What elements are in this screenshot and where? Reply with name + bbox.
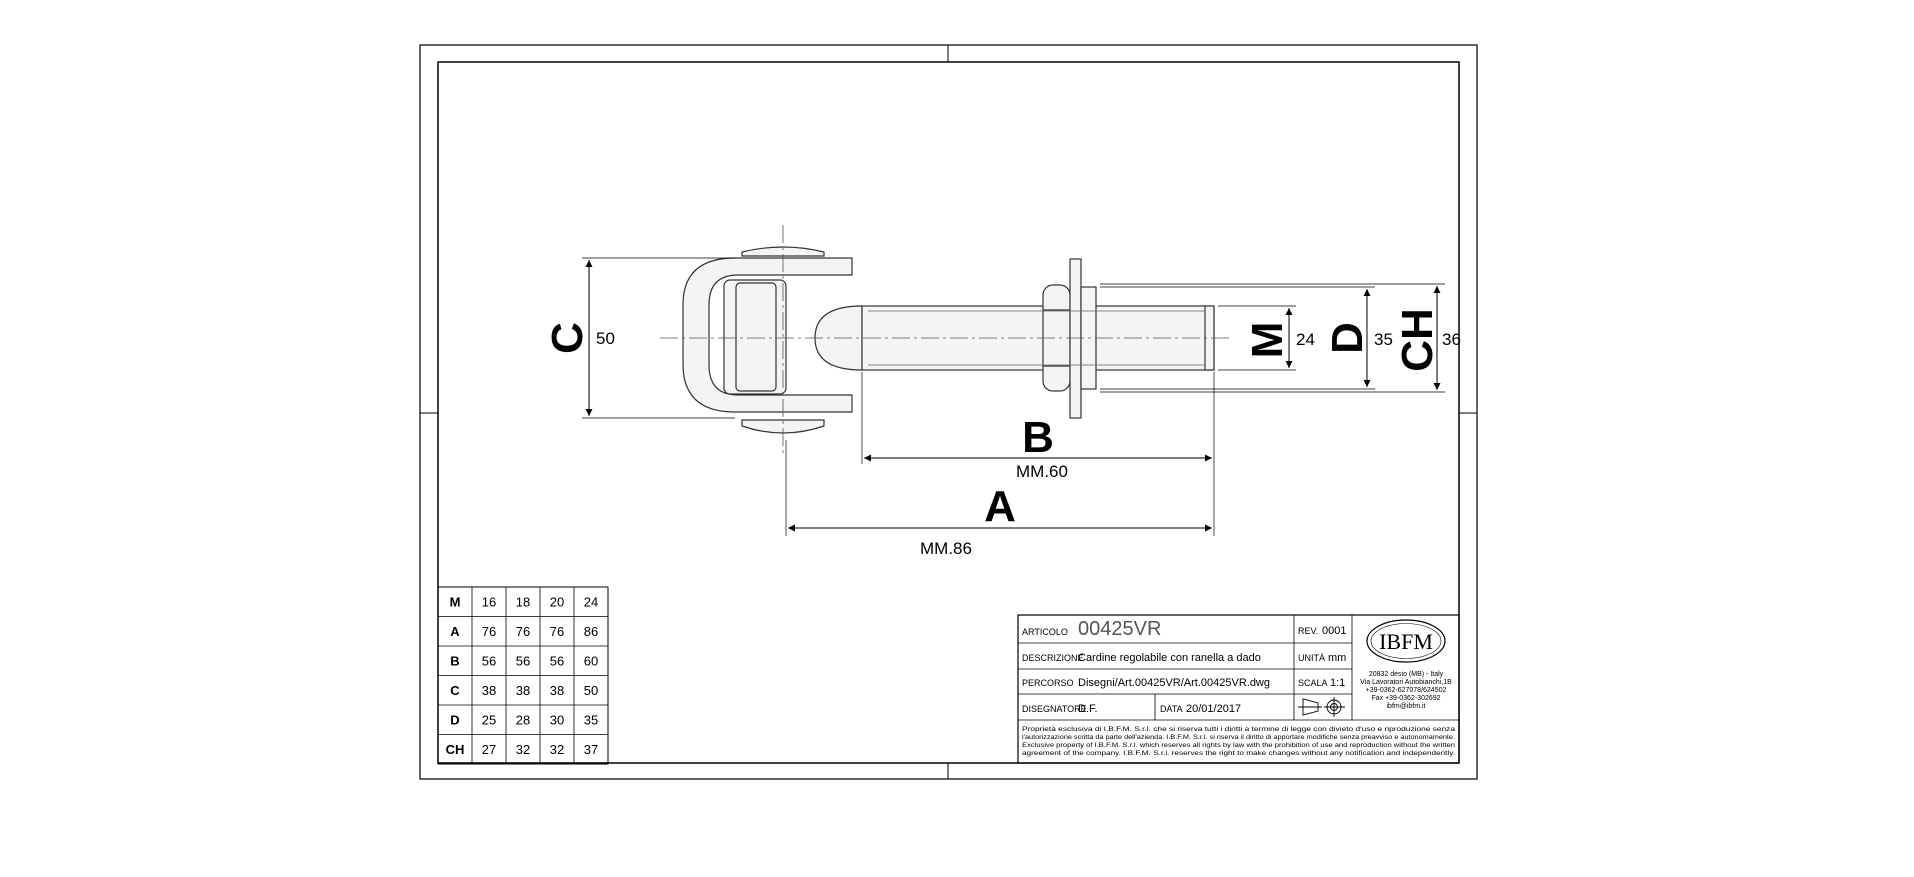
logo-text: IBFM: [1379, 629, 1433, 654]
dim-letter-m: M: [1243, 322, 1292, 359]
table-cell: 38: [516, 683, 530, 698]
svg-text:l'autorizzazione scritta da pa: l'autorizzazione scritta da parte dell'a…: [1022, 734, 1455, 741]
extension-lines: [582, 257, 1445, 536]
table-row-label: A: [450, 624, 460, 639]
table-cell: 32: [550, 742, 564, 757]
table-cell: 86: [584, 624, 598, 639]
company-address: 20832 desio (MB) - Italy Via Lavoratori …: [1360, 671, 1452, 710]
dim-value-b: MM.60: [1016, 462, 1068, 481]
table-cell: 76: [482, 624, 496, 639]
data-label: DATA: [1160, 704, 1183, 714]
data-value: 20/01/2017: [1186, 703, 1241, 715]
dim-value-d: 35: [1374, 330, 1393, 349]
scala-value: 1:1: [1330, 677, 1345, 689]
table-cell: 60: [584, 653, 598, 668]
svg-text:agreement of the company. I.B.: agreement of the company. I.B.F.M. S.r.l…: [1022, 750, 1455, 757]
table-row-label: B: [450, 653, 459, 668]
percorso-value: Disegni/Art.00425VR/Art.00425VR.dwg: [1078, 677, 1270, 689]
frame-center-marks: [420, 45, 1477, 779]
dim-letter-b: B: [1022, 413, 1054, 462]
table-cell: 16: [482, 594, 496, 609]
ibfm-logo: IBFM: [1366, 619, 1446, 663]
descrizione-value: Cardine regolabile con ranella a dado: [1078, 652, 1261, 664]
disegnatore-value: D.F.: [1078, 703, 1098, 715]
table-cell: 56: [516, 653, 530, 668]
rev-value: 0001: [1322, 625, 1346, 637]
table-cell: 28: [516, 712, 530, 727]
table-row-label: CH: [446, 742, 465, 757]
pin-top-cap: [741, 246, 825, 257]
hinge-part: [682, 246, 1215, 434]
table-row-label: M: [450, 594, 461, 609]
washer: [1069, 258, 1082, 419]
dim-letter-c: C: [543, 322, 592, 354]
table-cell: 50: [584, 683, 598, 698]
table-cell: 30: [550, 712, 564, 727]
center-lines: [660, 225, 1230, 455]
title-block: ARTICOLO 00425VR REV. 0001 DESCRIZIONE C…: [1017, 614, 1460, 764]
table-row-label: C: [450, 683, 460, 698]
svg-text:Via Lavoratori Autobianchi,1B: Via Lavoratori Autobianchi,1B: [1360, 679, 1452, 686]
size-table: M 16 18 20 24A 76 76 76 86B 56 56 56 60C 38 38 38 50D 25 2…: [437, 586, 609, 765]
dimension-lines: [585, 260, 1441, 532]
table-cell: 37: [584, 742, 598, 757]
svg-text:Exclusive property of I.B.F.M.: Exclusive property of I.B.F.M. S.r.l. wh…: [1022, 742, 1455, 749]
table-cell: 56: [550, 653, 564, 668]
table-cell: 25: [482, 712, 496, 727]
pin-core: [735, 282, 777, 392]
dim-letter-a: A: [984, 482, 1016, 531]
table-row-label: D: [450, 712, 459, 727]
table-cell: 56: [482, 653, 496, 668]
dim-letter-d: D: [1323, 322, 1372, 354]
copyright-notice: Proprietà esclusiva di I.B.F.M. S.r.l. c…: [1022, 726, 1455, 757]
unita-value: mm: [1328, 652, 1346, 664]
table-cell: 32: [516, 742, 530, 757]
descrizione-label: DESCRIZIONE: [1022, 653, 1084, 663]
percorso-label: PERCORSO: [1022, 678, 1074, 688]
articolo-label: ARTICOLO: [1022, 627, 1068, 637]
dim-letter-ch: CH: [1393, 308, 1442, 372]
articolo-value: 00425VR: [1078, 618, 1161, 640]
u-bracket: [682, 257, 853, 413]
projection-symbol-icon: [1298, 697, 1345, 717]
svg-text:Proprietà esclusiva di I.B.F.M: Proprietà esclusiva di I.B.F.M. S.r.l. c…: [1022, 726, 1455, 733]
table-cell: 76: [550, 624, 564, 639]
table-cell: 38: [550, 683, 564, 698]
dim-value-ch: 36: [1442, 330, 1461, 349]
disegnatore-label: DISEGNATORE: [1022, 704, 1087, 714]
svg-text:Fax +39-0362-302692: Fax +39-0362-302692: [1371, 695, 1440, 702]
unita-label: UNITÀ: [1298, 653, 1325, 663]
table-cell: 20: [550, 594, 564, 609]
table-cell: 35: [584, 712, 598, 727]
dim-value-a: MM.86: [920, 539, 972, 558]
svg-text:ibfm@ibfm.it: ibfm@ibfm.it: [1387, 703, 1426, 710]
table-cell: 18: [516, 594, 530, 609]
table-cell: 24: [584, 594, 598, 609]
dim-value-c: 50: [596, 329, 615, 348]
table-cell: 76: [516, 624, 530, 639]
svg-text:+39-0362-627078/624502: +39-0362-627078/624502: [1366, 687, 1447, 694]
rev-label: REV.: [1298, 626, 1318, 636]
pin-bottom-cap: [741, 419, 825, 434]
svg-text:20832 desio (MB) - Italy: 20832 desio (MB) - Italy: [1369, 671, 1444, 678]
dim-value-m: 24: [1296, 330, 1315, 349]
scala-label: SCALA: [1298, 678, 1328, 688]
thread-lines: [868, 310, 1205, 366]
table-cell: 38: [482, 683, 496, 698]
table-cell: 27: [482, 742, 496, 757]
